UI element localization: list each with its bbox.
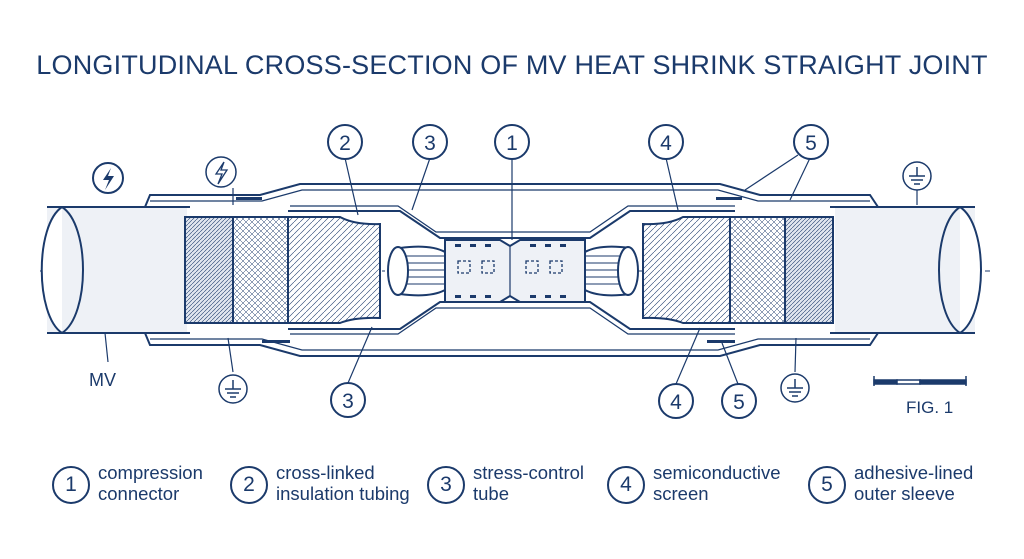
callout-3-top: 3 [424,132,436,155]
conductor-left [387,245,446,297]
legend-text: semiconductive screen [653,462,803,504]
legend-badge: 2 [230,466,268,504]
legend-line: stress-control [473,462,585,483]
conductor-right [584,245,639,297]
callout-5-top: 5 [805,132,817,155]
callout-numbers: 2 3 1 4 5 3 4 5 [339,132,817,414]
legend-badge: 3 [427,466,465,504]
legend-line: semiconductive [653,462,781,483]
legend-line: adhesive-lined [854,462,974,483]
cable-label: MV [89,370,116,390]
diagram-title: LONGITUDINAL CROSS-SECTION OF MV HEAT SH… [36,50,988,80]
legend-line: cross-linked [276,462,375,483]
high-voltage-icon [92,162,124,194]
leader-lines [104,154,918,385]
legend-text: compression connector [98,462,248,504]
earth-ground-icon [218,374,248,404]
callout-5-bottom: 5 [733,391,745,414]
insulation-left [287,216,381,324]
legend-text: adhesive-lined outer sleeve [854,462,1004,504]
callout-2-top: 2 [339,132,351,155]
earth-ground-icon [902,161,932,191]
legend-line: outer sleeve [854,483,955,504]
figure-label: FIG. 1 [906,398,954,417]
insulation-right [642,216,731,324]
legend: 1 compression connector 2 cross-linked i… [0,462,1024,522]
legend-badge: 4 [607,466,645,504]
stress-control-tube-bottom [288,301,735,330]
cable-right [830,206,982,334]
callout-4-top: 4 [660,132,672,155]
callout-4-bottom: 4 [670,391,682,414]
legend-line: tube [473,483,510,504]
cable-screen-right [729,216,786,324]
outer-semicon-right [784,216,834,324]
legend-line: screen [653,483,709,504]
legend-text: cross-linked insulation tubing [276,462,436,504]
stress-control-tube-top [288,210,735,239]
earth-ground-icon [780,373,810,403]
callout-3-bottom: 3 [342,390,354,413]
callout-1-top: 1 [506,132,518,155]
cable-left [40,206,190,334]
callout-circles [327,124,829,419]
outer-sleeve-top [144,183,879,208]
legend-badge: 1 [52,466,90,504]
legend-text: stress-control tube [473,462,623,504]
high-voltage-icon [205,156,237,188]
legend-badge: 5 [808,466,846,504]
scale-bar [873,376,967,386]
legend-line: connector [98,483,180,504]
legend-line: insulation tubing [276,483,410,504]
compression-connector [444,239,586,303]
legend-line: compression [98,462,203,483]
cable-screen-left [232,216,289,324]
outer-sleeve-bottom [144,332,879,357]
outer-semicon-left [184,216,234,324]
